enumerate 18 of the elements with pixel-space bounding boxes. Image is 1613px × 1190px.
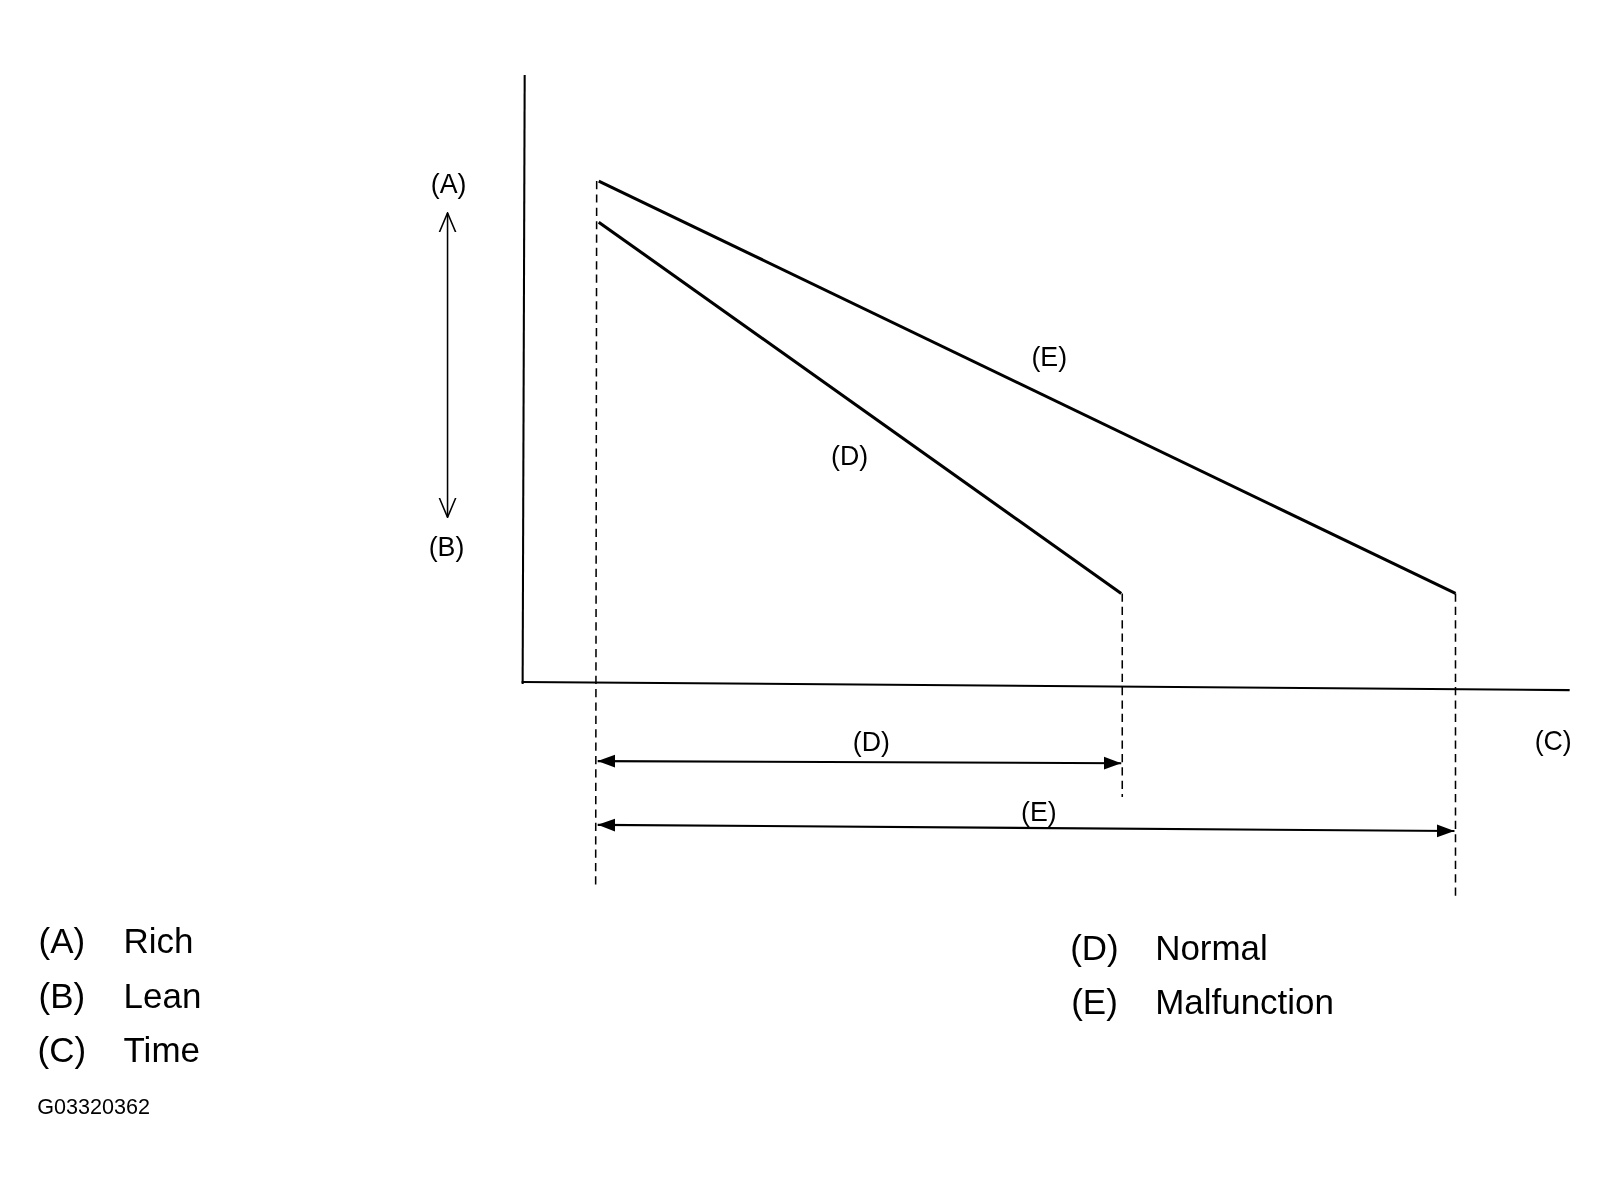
legend-key: (D) — [1070, 927, 1119, 967]
legend-text: Lean — [123, 975, 202, 1015]
dimension-label: (D) — [852, 726, 890, 757]
axis-label: (A) — [430, 169, 467, 200]
legend-text: Rich — [123, 921, 194, 961]
legend-key: (A) — [38, 921, 86, 961]
curve-label: (D) — [831, 440, 869, 471]
axis-label: (C) — [1534, 725, 1572, 756]
curve-label: (E) — [1031, 342, 1068, 373]
legend-text: Normal — [1155, 927, 1268, 967]
legend-text: Time — [123, 1030, 200, 1070]
figure-code: G03320362 — [37, 1093, 150, 1119]
legend-key: (B) — [38, 975, 86, 1015]
legend-text: Malfunction — [1155, 982, 1334, 1022]
axis-label: (B) — [428, 532, 465, 563]
dimension-label: (E) — [1021, 796, 1057, 827]
legend-key: (C) — [37, 1030, 87, 1070]
legend-key: (E) — [1071, 982, 1118, 1022]
